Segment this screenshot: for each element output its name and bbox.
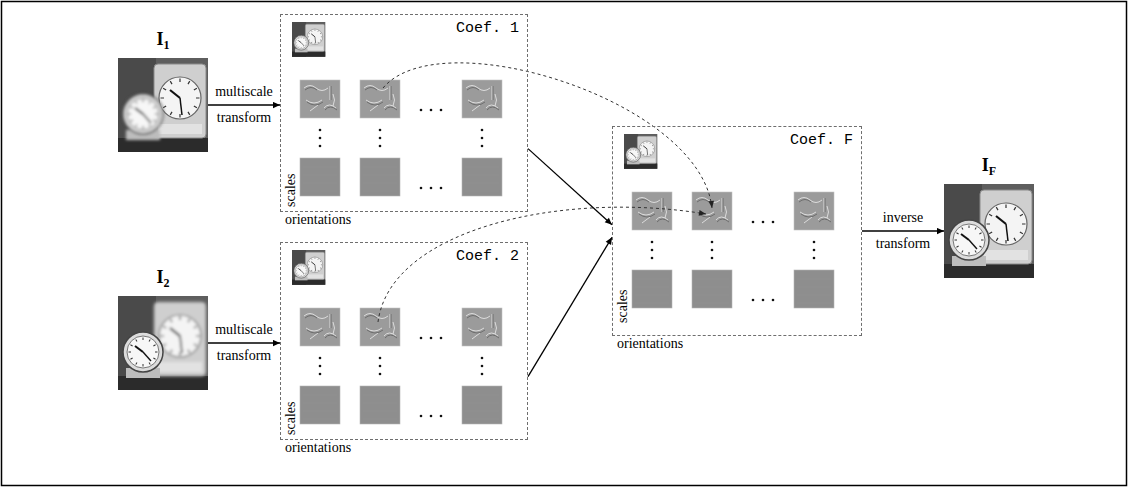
edge-label: inverse transform <box>864 205 942 257</box>
flow-arrow <box>528 237 612 376</box>
image-panel: I2 <box>118 296 208 390</box>
lowpass-thumbnail <box>292 250 325 285</box>
image-name: I <box>156 29 163 49</box>
coefficient-box: Coef. Fscalesorientations <box>612 126 862 336</box>
flow-arrow <box>528 149 612 225</box>
edge-label: multiscale transform <box>208 317 280 369</box>
image-index: 2 <box>164 276 170 290</box>
coefficient-grid <box>632 192 834 308</box>
image-index: F <box>989 164 996 178</box>
axis-label: scales <box>283 402 299 435</box>
image-label: IF <box>944 154 1034 182</box>
lowpass-thumbnail <box>624 134 657 169</box>
axis-label: orientations <box>285 212 351 228</box>
selection-curve <box>383 63 712 208</box>
image-panel: I1 <box>118 58 208 152</box>
lowpass-thumbnail <box>292 22 325 57</box>
axis-label: orientations <box>285 440 351 456</box>
flow-arrow <box>862 230 944 231</box>
coefficient-box: Coef. 2scalesorientations <box>280 242 528 440</box>
image-label: I1 <box>118 28 208 56</box>
coefficient-grid <box>300 80 502 196</box>
axis-label: scales <box>615 290 631 323</box>
coefficient-grid <box>300 308 502 424</box>
edge-label: multiscale transform <box>208 79 280 131</box>
image-index: 1 <box>164 38 170 52</box>
axis-label: scales <box>283 174 299 207</box>
image-name: I <box>156 267 163 287</box>
flow-arrow <box>208 104 280 105</box>
flow-arrow <box>208 342 280 343</box>
box-title: Coef. 2 <box>456 248 519 266</box>
axis-label: orientations <box>617 336 683 352</box>
box-title: Coef. F <box>790 132 853 150</box>
coefficient-box: Coef. 1scalesorientations <box>280 14 528 212</box>
source-image <box>118 296 208 390</box>
box-title: Coef. 1 <box>456 20 519 38</box>
image-panel: IF <box>944 184 1034 278</box>
selection-curve <box>378 207 706 322</box>
fused-image <box>944 184 1034 278</box>
source-image <box>118 58 208 152</box>
image-name: I <box>982 155 989 175</box>
image-label: I2 <box>118 266 208 294</box>
